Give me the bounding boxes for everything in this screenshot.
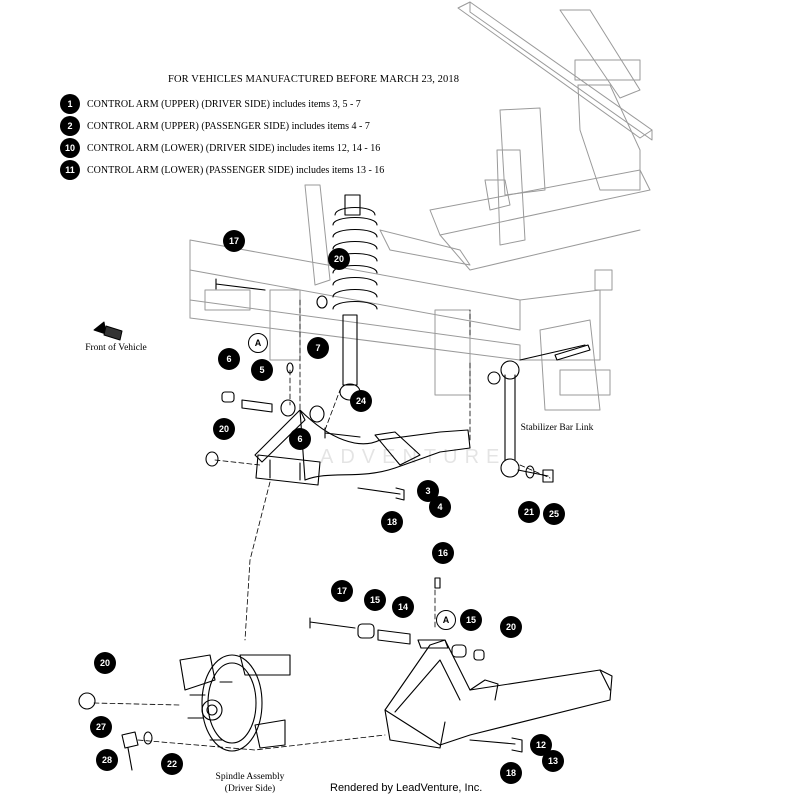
hardware-lower — [309, 577, 523, 753]
callout-24: 24 — [350, 390, 372, 412]
callout-6: 6 — [289, 428, 311, 450]
callout-20: 20 — [328, 248, 350, 270]
spindle-assembly-drawing — [78, 654, 291, 771]
spindle-assembly-label: Spindle Assembly (Driver Side) — [205, 771, 295, 795]
callout-21: 21 — [518, 501, 540, 523]
legend-number-bubble: 1 — [60, 94, 80, 114]
stabilizer-bar-link-drawing — [487, 344, 591, 483]
spindle-assembly-label-line2: (Driver Side) — [224, 784, 276, 794]
callout-18: 18 — [500, 762, 522, 784]
callout-17: 17 — [331, 580, 353, 602]
dashed-assembly-lines — [93, 299, 551, 751]
coil-over-shock — [332, 194, 378, 401]
legend-item-2: 2 CONTROL ARM (UPPER) (PASSENGER SIDE) i… — [60, 116, 370, 136]
callout-14: 14 — [392, 596, 414, 618]
legend-number-bubble: 11 — [60, 160, 80, 180]
callout-16: 16 — [432, 542, 454, 564]
lower-control-arm-drawing — [384, 639, 613, 749]
reference-marker-a: A — [436, 610, 456, 630]
callout-27: 27 — [90, 716, 112, 738]
callout-17: 17 — [223, 230, 245, 252]
upper-control-arm-drawing — [254, 399, 471, 486]
callout-7: 7 — [307, 337, 329, 359]
callout-5: 5 — [251, 359, 273, 381]
legend-text: CONTROL ARM (LOWER) (DRIVER SIDE) includ… — [87, 142, 381, 154]
callout-4: 4 — [429, 496, 451, 518]
legend-text: CONTROL ARM (UPPER) (DRIVER SIDE) includ… — [87, 98, 361, 110]
footer-credit: Rendered by LeadVenture, Inc. — [330, 782, 483, 794]
legend-text: CONTROL ARM (UPPER) (PASSENGER SIDE) inc… — [87, 120, 370, 132]
legend-number-bubble: 10 — [60, 138, 80, 158]
legend-text: CONTROL ARM (LOWER) (PASSENGER SIDE) inc… — [87, 164, 385, 176]
legend-item-11: 11 CONTROL ARM (LOWER) (PASSENGER SIDE) … — [60, 160, 384, 180]
callout-18: 18 — [381, 511, 403, 533]
legend-item-1: 1 CONTROL ARM (UPPER) (DRIVER SIDE) incl… — [60, 94, 361, 114]
spindle-assembly-label-line1: Spindle Assembly — [215, 772, 285, 782]
legend-item-10: 10 CONTROL ARM (LOWER) (DRIVER SIDE) inc… — [60, 138, 380, 158]
legend-number-bubble: 2 — [60, 116, 80, 136]
callout-15: 15 — [364, 589, 386, 611]
callout-15: 15 — [460, 609, 482, 631]
diagram-title: FOR VEHICLES MANUFACTURED BEFORE MARCH 2… — [168, 74, 460, 85]
callout-20: 20 — [94, 652, 116, 674]
callout-20: 20 — [213, 418, 235, 440]
callout-22: 22 — [161, 753, 183, 775]
front-of-vehicle-arrow — [93, 321, 123, 341]
front-of-vehicle-label: Front of Vehicle — [85, 343, 147, 353]
callout-25: 25 — [543, 503, 565, 525]
watermark: ADVENTURE — [320, 446, 507, 468]
callout-28: 28 — [96, 749, 118, 771]
callout-13: 13 — [542, 750, 564, 772]
stabilizer-bar-link-label: Stabilizer Bar Link — [520, 423, 594, 433]
callout-6: 6 — [218, 348, 240, 370]
reference-marker-a: A — [248, 333, 268, 353]
callout-20: 20 — [500, 616, 522, 638]
